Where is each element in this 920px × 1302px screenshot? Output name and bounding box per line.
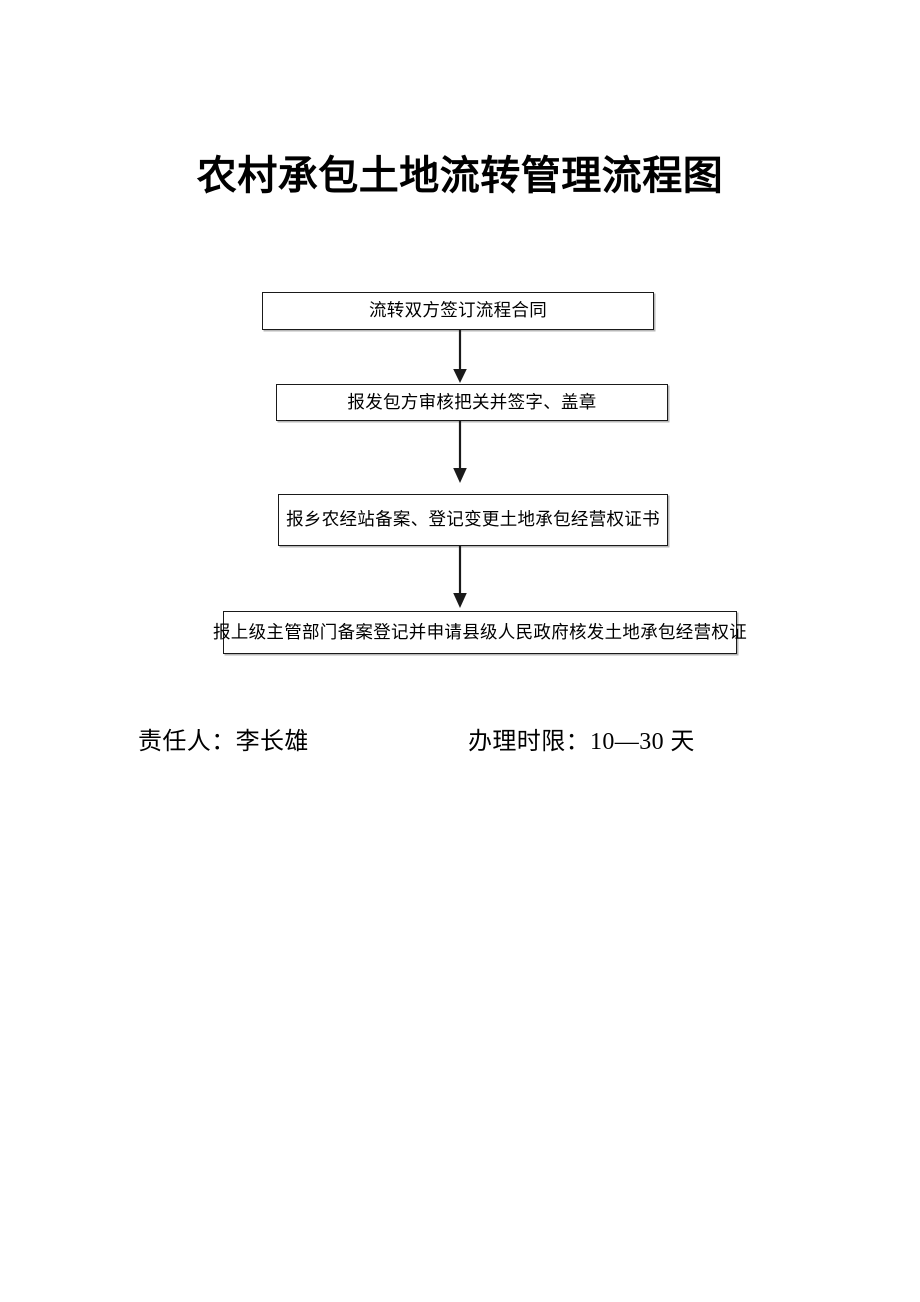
flow-step-2-label: 报发包方审核把关并签字、盖章 <box>347 391 597 412</box>
down-arrow-icon <box>449 546 471 610</box>
page-title: 农村承包土地流转管理流程图 <box>196 153 724 198</box>
down-arrow-icon <box>449 330 471 385</box>
footer: 责任人：李长雄 办理时限：10—30 天 <box>0 722 920 762</box>
flow-step-2: 报发包方审核把关并签字、盖章 <box>276 384 668 421</box>
time-limit-text: 办理时限：10—30 天 <box>468 729 695 755</box>
down-arrow-icon <box>449 421 471 485</box>
flow-step-3: 报乡农经站备案、登记变更土地承包经营权证书 <box>278 494 668 546</box>
flow-step-4: 报上级主管部门备案登记并申请县级人民政府核发土地承包经营权证 <box>213 611 747 654</box>
responsible-person-text: 责任人：李长雄 <box>138 729 309 755</box>
flow-step-3-label: 报乡农经站备案、登记变更土地承包经营权证书 <box>286 509 660 530</box>
flow-step-1: 流转双方签订流程合同 <box>262 292 654 330</box>
flow-step-1-label: 流转双方签订流程合同 <box>369 300 547 321</box>
flow-step-4-label: 报上级主管部门备案登记并申请县级人民政府核发土地承包经营权证 <box>213 621 747 642</box>
